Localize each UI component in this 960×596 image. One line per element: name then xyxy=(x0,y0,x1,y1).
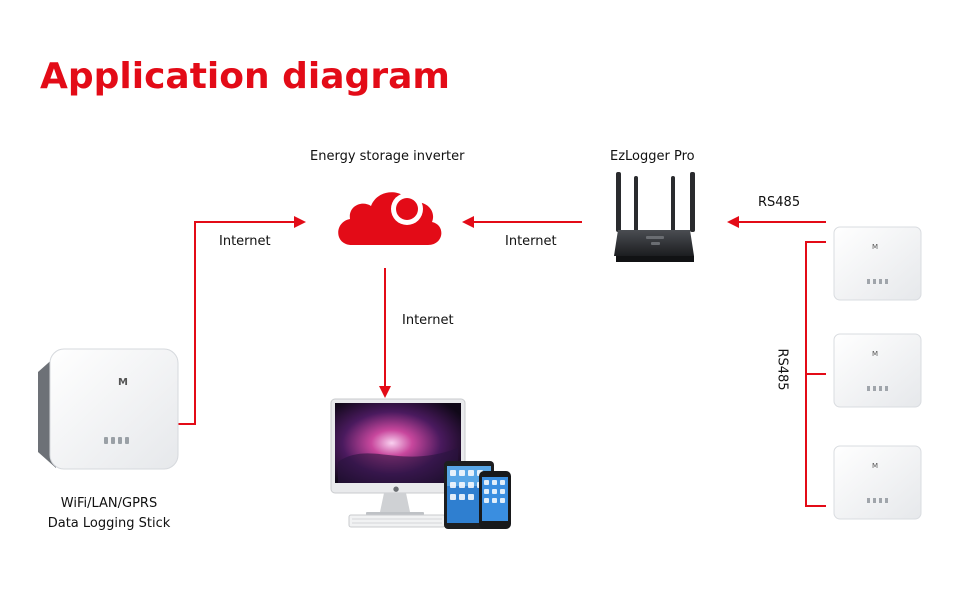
line-stick-to-cloud xyxy=(178,221,296,425)
arrow-head-cloud-left xyxy=(294,216,306,228)
router-icon xyxy=(614,172,695,262)
inverter-icon: M xyxy=(38,348,179,470)
inverter-icon-2: M xyxy=(833,333,922,408)
inverter-icon-3: M xyxy=(833,445,922,520)
svg-text:M: M xyxy=(872,350,878,358)
svg-text:M: M xyxy=(872,462,878,470)
internet-label-down: Internet xyxy=(402,313,454,328)
inverter-icon-1: M xyxy=(833,226,922,301)
connection-lines xyxy=(178,221,826,507)
svg-text:●: ● xyxy=(393,485,399,493)
logger-label: EzLogger Pro xyxy=(610,149,695,164)
arrow-head-logger xyxy=(727,216,739,228)
stick-label-line1: WiFi/LAN/GPRS xyxy=(60,496,158,511)
arrow-head-cloud-right xyxy=(462,216,474,228)
internet-label-left: Internet xyxy=(219,234,271,249)
arrow-head-devices xyxy=(379,386,391,398)
svg-text:M: M xyxy=(872,243,878,251)
rs485-top-label: RS485 xyxy=(758,195,801,210)
cloud-label: Energy storage inverter xyxy=(310,149,465,164)
page-title: Application diagram xyxy=(40,56,450,97)
monitor-icon: ● xyxy=(330,398,466,528)
arrowheads xyxy=(294,216,739,398)
stick-label-line2: Data Logging Stick xyxy=(47,516,171,531)
rs485-side-label: RS485 xyxy=(774,348,790,391)
cloud-icon xyxy=(338,192,442,245)
internet-label-middle: Internet xyxy=(505,234,557,249)
phone-icon xyxy=(479,471,511,529)
svg-text:M: M xyxy=(118,377,128,388)
